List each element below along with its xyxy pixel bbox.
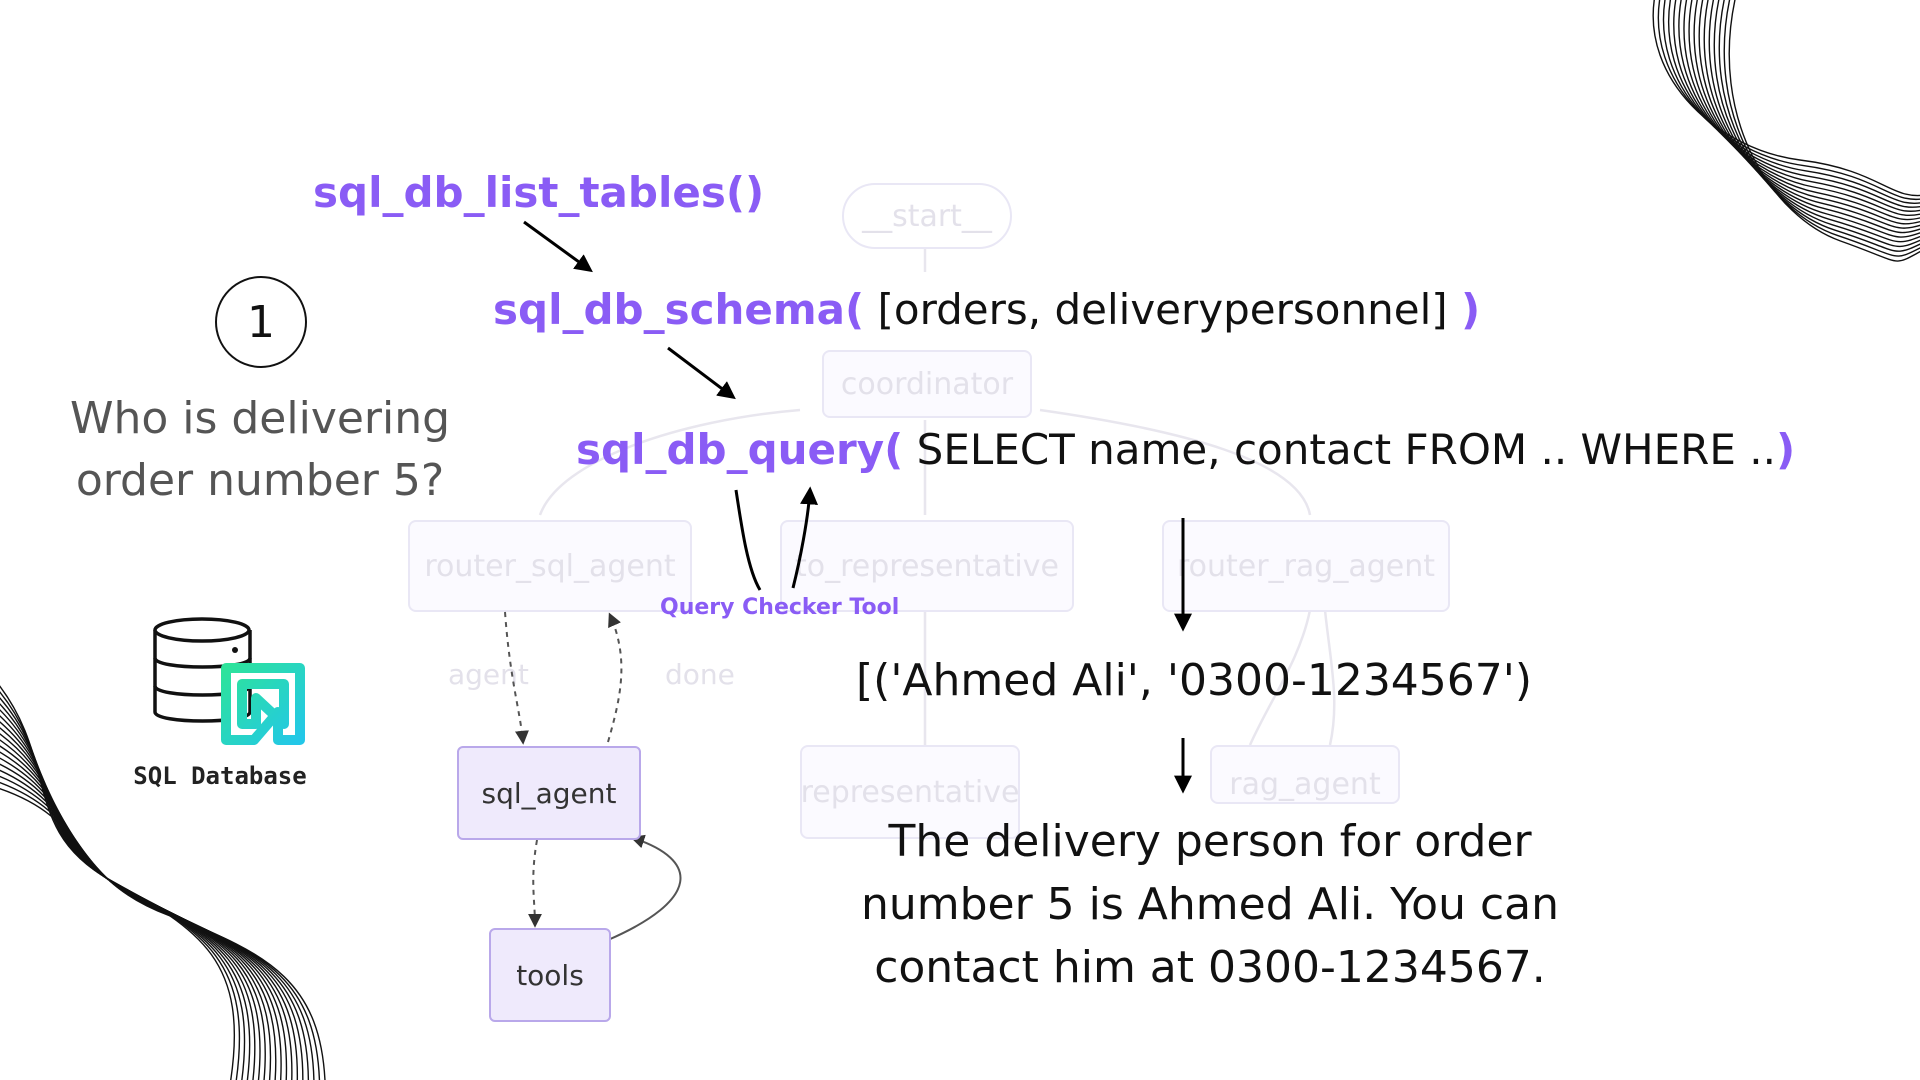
user-question: Who is delivering order number 5? [69,393,451,506]
database-label: SQL Database [133,762,307,790]
graph-node-rag-agent: rag_agent [1210,745,1400,804]
function-name: sql_db_list_tables() [313,168,765,217]
tool-call-schema: sql_db_schema( [orders, deliverypersonne… [493,285,1480,334]
function-close: ) [1460,285,1481,334]
neon-logo-icon [221,663,305,745]
function-name: sql_db_schema( [493,285,865,334]
function-args: [orders, deliverypersonnel] [864,285,1461,334]
tool-call-query: sql_db_query( SELECT name, contact FROM … [576,425,1795,474]
graph-node-coordinator: coordinator [822,350,1032,418]
graph-node-tools: tools [489,928,611,1022]
function-name: sql_db_query( [576,425,904,474]
graph-node-to-representative: to_representative [780,520,1074,612]
query-checker-label: Query Checker Tool [660,595,900,620]
graph-node-sql-agent: sql_agent [457,746,641,840]
function-args: SELECT name, contact FROM .. WHERE .. [903,425,1776,474]
graph-node-router-rag-agent: router_rag_agent [1162,520,1450,612]
step-number: 1 [247,296,275,348]
tool-call-list-tables: sql_db_list_tables() [313,168,764,217]
graph-node-representative: representative [800,745,1020,839]
function-close: ) [1775,425,1796,474]
final-answer: The delivery person for order number 5 i… [860,816,1560,993]
query-result: [('Ahmed Ali', '0300-1234567') [856,655,1533,706]
edge-label-agent: agent [448,658,529,691]
graph-node-start: __start__ [842,183,1012,249]
step-number-badge: 1 [215,276,307,368]
edge-label-done: done [665,658,735,691]
database-icon [153,617,305,745]
graph-node-router-sql-agent: router_sql_agent [408,520,692,612]
